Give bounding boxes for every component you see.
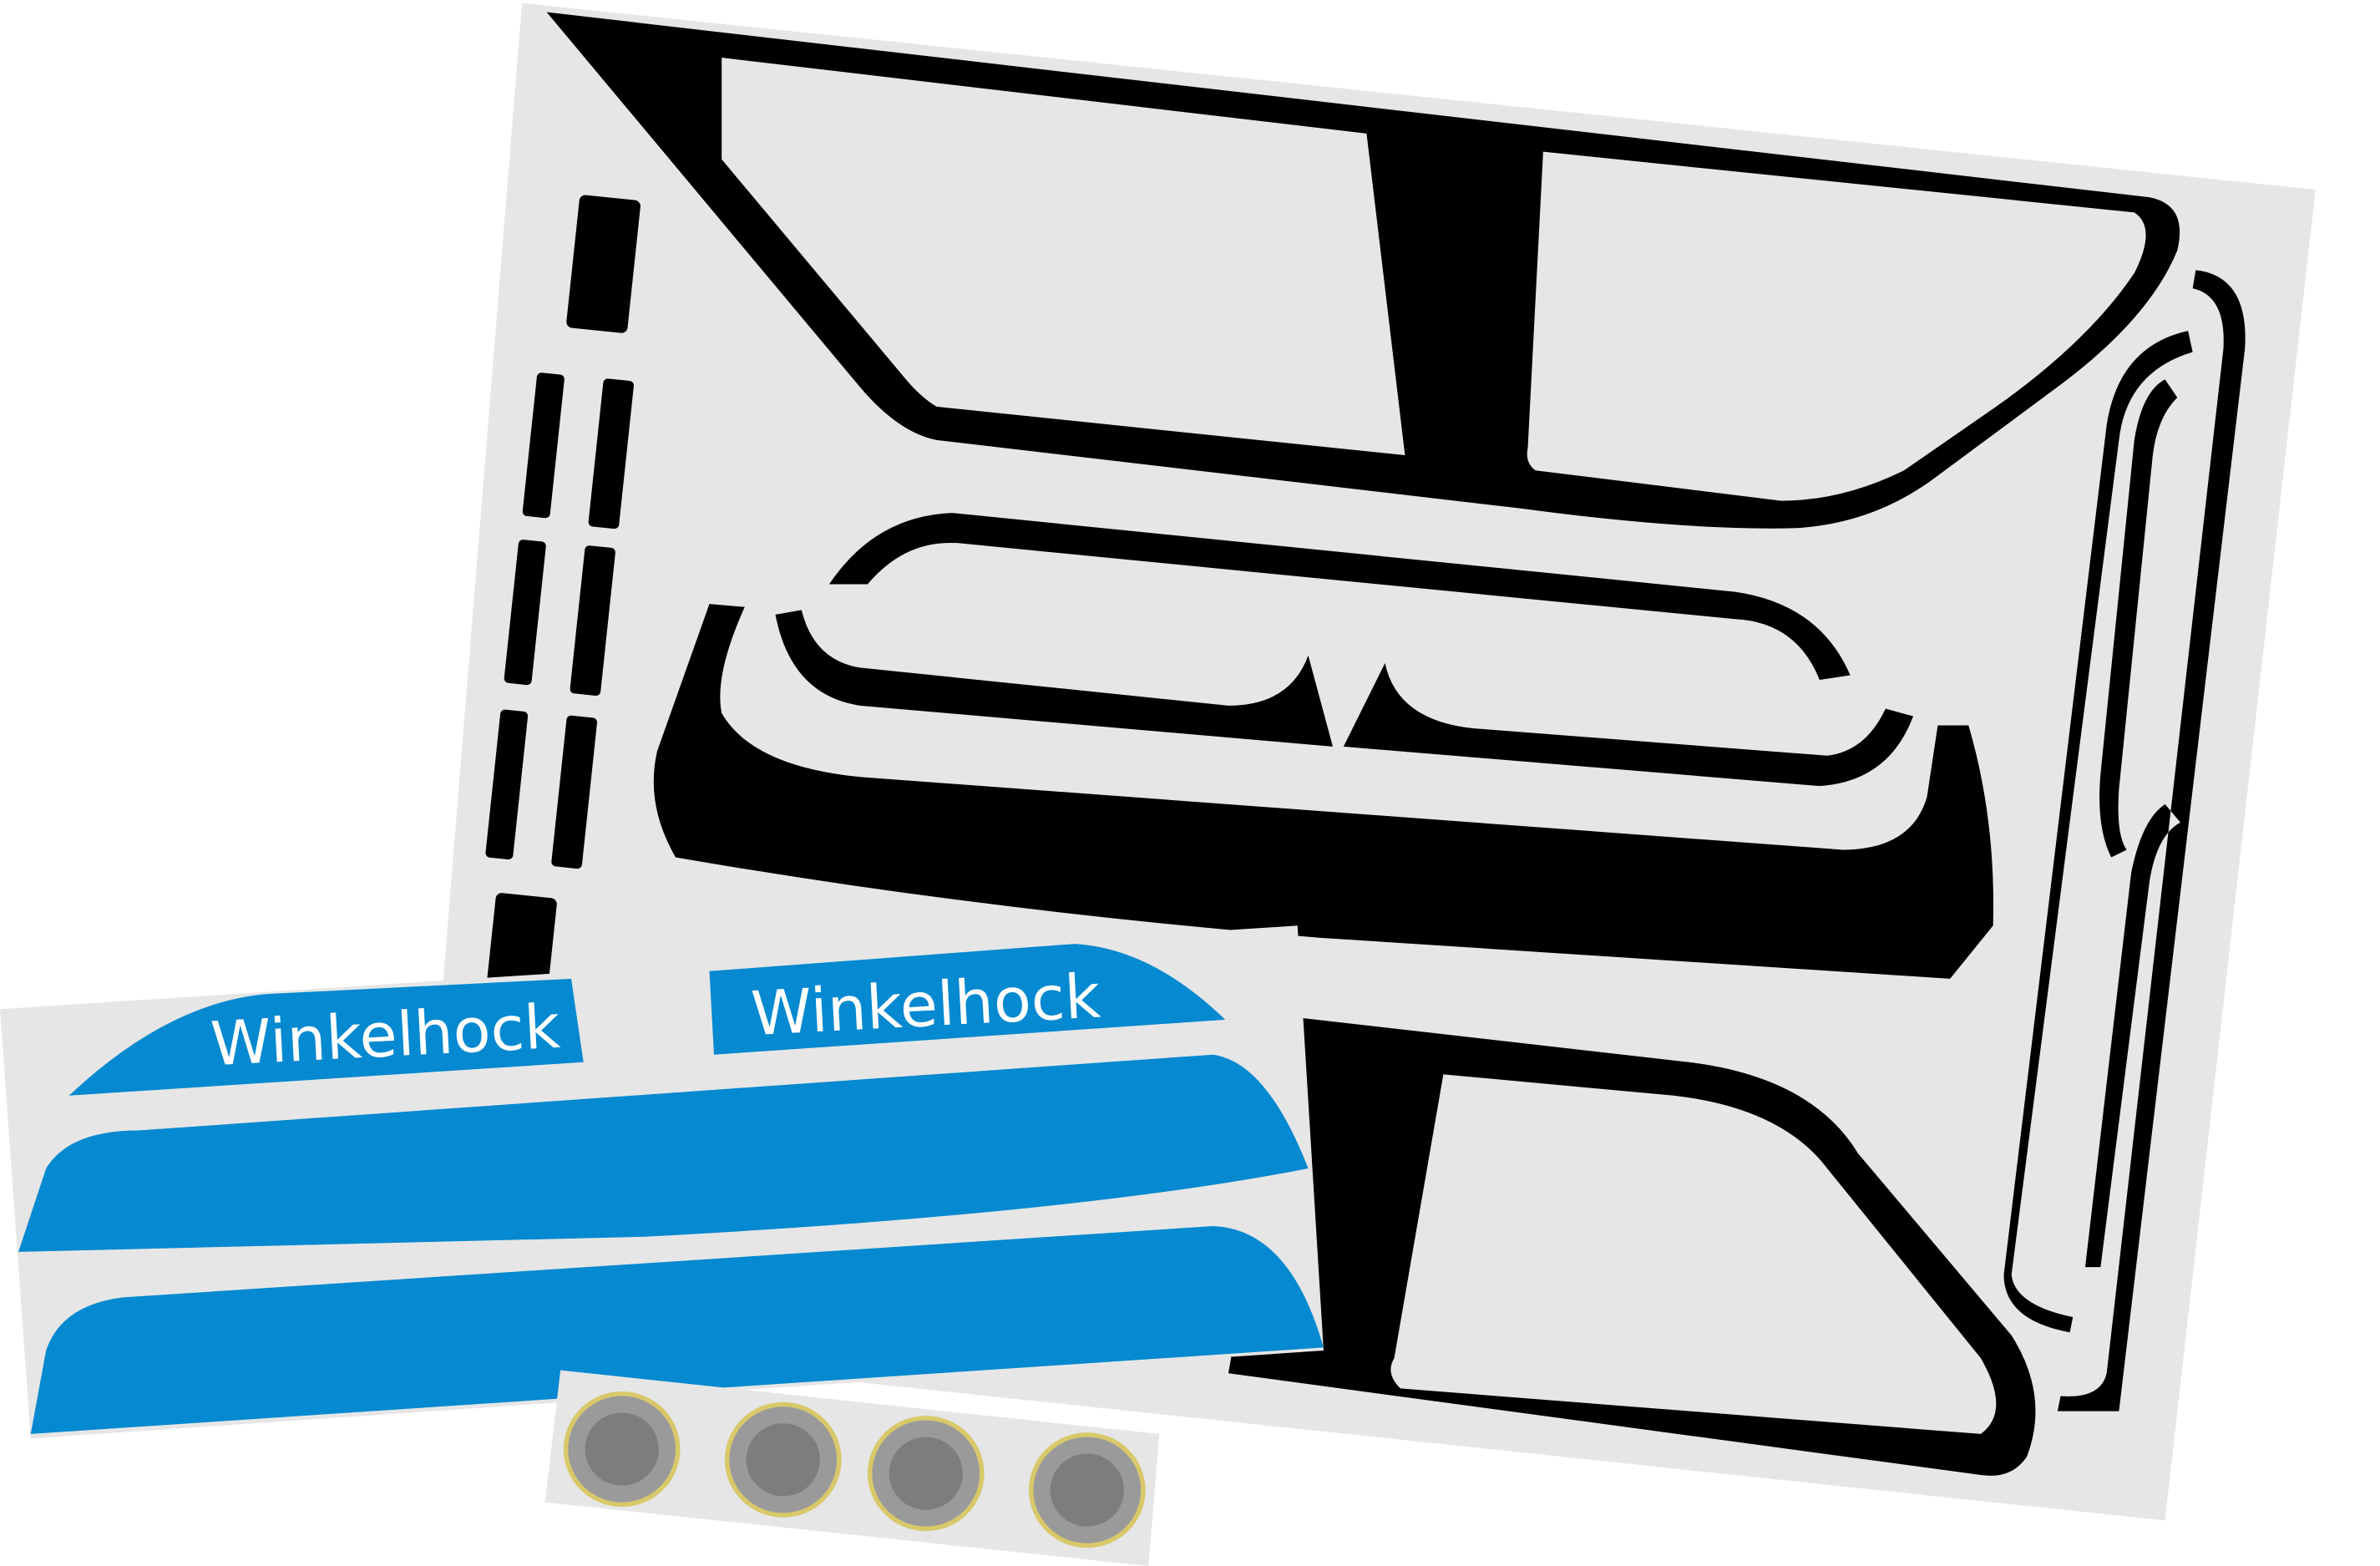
windshield-banner-left [68, 978, 584, 1096]
headlight-icon [867, 1416, 985, 1532]
windshield-banner-right [709, 944, 1226, 1055]
side-trim-decal [2003, 270, 2246, 1411]
blue-stripe-upper [18, 1054, 1309, 1252]
headlight-decal-sheet [544, 1370, 1160, 1566]
windshield-frame-decal [546, 12, 2180, 529]
headlight-icon [563, 1391, 681, 1508]
headlight-icon [1028, 1432, 1146, 1548]
grille-decal [828, 513, 1851, 680]
headlight-frame-decal [775, 610, 1914, 787]
bumper-decal [653, 604, 1994, 979]
blue-decal-sheet: Winkelhock Winkelhock [0, 925, 1324, 1439]
rear-window-frame-decal [1228, 1016, 2036, 1476]
blue-stripe-lower [30, 1226, 1324, 1434]
strip-decals [485, 195, 641, 989]
headlight-icon [724, 1401, 842, 1518]
